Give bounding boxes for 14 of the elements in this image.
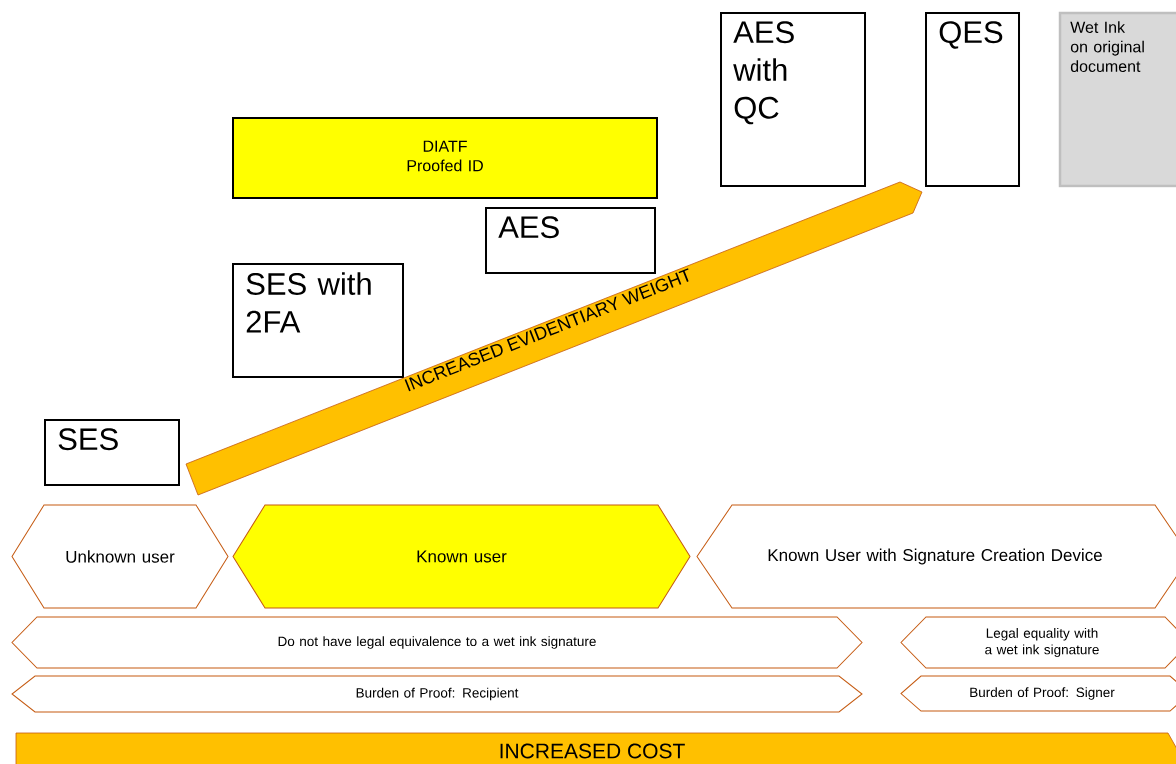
signature-level-box: SES — [44, 419, 180, 486]
signature-level-box: SES with 2FA — [232, 263, 404, 378]
hexagon-band: Known user — [232, 504, 691, 609]
signature-level-box: AES — [485, 207, 656, 274]
hexagon-band: Known User with Signature Creation Device — [696, 504, 1176, 609]
hexagon-band: Do not have legal equivalence to a wet ink signature — [11, 616, 863, 669]
hexagon-band: Legal equality with a wet ink signature — [900, 616, 1176, 669]
signature-level-box: QES — [925, 12, 1020, 187]
signature-level-box: DIATF Proofed ID — [232, 117, 658, 199]
hexagon-band: Unknown user — [11, 504, 229, 609]
signature-level-box: Wet Ink on original document — [1058, 11, 1176, 188]
signature-level-box: AES with QC — [720, 12, 866, 187]
hexagon-band: Burden of Proof: Recipient — [11, 675, 863, 713]
hexagon-band: Burden of Proof: Signer — [900, 675, 1176, 712]
